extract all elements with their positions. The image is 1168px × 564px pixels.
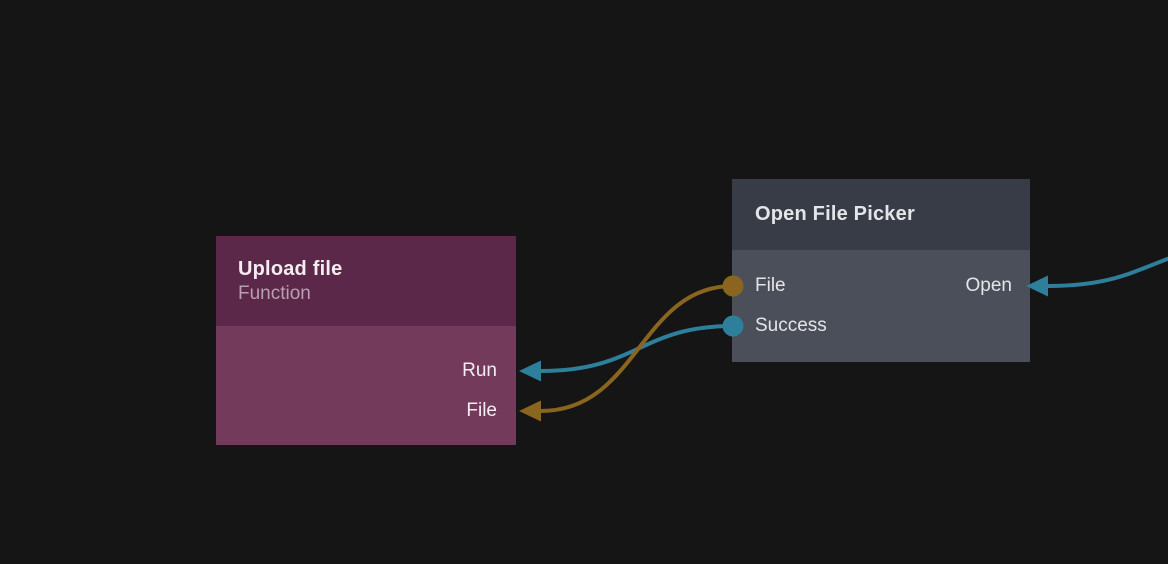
edge-offscreen-to-open[interactable] [1047, 238, 1168, 288]
node-upload-file-header[interactable]: Upload file Function [216, 236, 516, 326]
input-port-label-file[interactable]: File [466, 400, 497, 421]
node-upload-file-body: Run File [216, 326, 516, 445]
input-port-label-run[interactable]: Run [462, 360, 497, 381]
edge-file-to-file[interactable] [540, 284, 734, 413]
node-open-file-picker[interactable]: Open File Picker File Success Open [732, 179, 1030, 362]
edge-success-to-run[interactable] [540, 324, 734, 373]
output-port-label-file[interactable]: File [755, 275, 786, 296]
input-port-label-open[interactable]: Open [965, 275, 1012, 296]
node-title: Open File Picker [755, 203, 915, 225]
edge-arrowhead-run [519, 360, 541, 382]
node-upload-file[interactable]: Upload file Function Run File [216, 236, 516, 445]
node-title: Upload file [238, 257, 343, 280]
node-open-file-picker-body: File Success Open [732, 250, 1030, 362]
node-open-file-picker-header[interactable]: Open File Picker [732, 179, 1030, 250]
edge-arrowhead-file [519, 400, 541, 422]
node-subtitle: Function [238, 282, 311, 304]
output-port-label-success[interactable]: Success [755, 315, 827, 336]
